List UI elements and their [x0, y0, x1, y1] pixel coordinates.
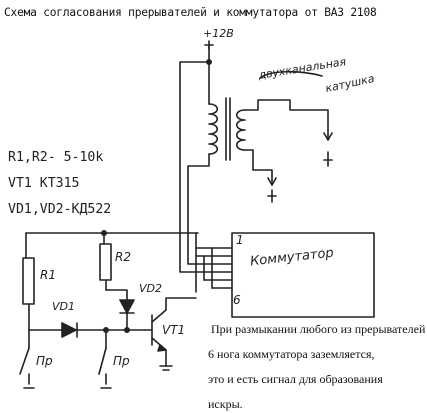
ignition-coil-symbol [187, 97, 333, 265]
spec-diodes: VD1,VD2-КД522 [8, 202, 112, 217]
supply-label: +12В [203, 27, 234, 40]
switch1-label: Пр [36, 354, 53, 368]
spec-resistors: R1,R2- 5-10k [8, 150, 104, 165]
r2-label: R2 [115, 250, 131, 264]
breaker-switch-2 [98, 329, 112, 389]
note-line-1: При размыкании любого из прерывателей [211, 322, 425, 336]
supply-to-commutator-wire [179, 61, 233, 273]
vd2-label: VD2 [139, 282, 162, 295]
page-title: Схема согласования прерывателей и коммут… [4, 6, 377, 19]
r1-label: R1 [40, 268, 56, 282]
vd1-label: VD1 [52, 300, 75, 313]
note-line-3: это и есть сигнал для образования [208, 372, 383, 386]
r2-resistor [99, 243, 112, 281]
vt1-label: VT1 [162, 323, 186, 337]
commutator-pin-1: 1 [236, 233, 244, 247]
spec-transistor: VT1 KT315 [8, 176, 80, 191]
note-line-2: 6 нога коммутатора заземляется, [208, 347, 375, 361]
r1-resistor [22, 257, 35, 305]
breaker-switch-1 [19, 329, 35, 389]
commutator-pin-6: 6 [233, 293, 241, 307]
note-line-4: искры. [208, 397, 243, 411]
vt1-transistor-symbol [144, 297, 197, 371]
switch2-label: Пр [113, 354, 130, 368]
commutator-box [231, 232, 375, 318]
